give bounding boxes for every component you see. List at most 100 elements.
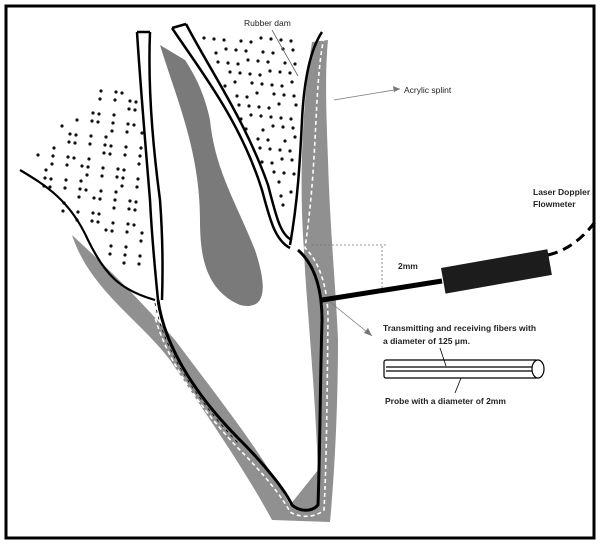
bone-dot <box>294 103 297 106</box>
bone-dot <box>289 190 292 193</box>
bone-dot <box>291 126 294 129</box>
acrylic-splint-label: Acrylic splint <box>404 85 452 95</box>
bone-dot <box>272 92 275 95</box>
bone-dot <box>98 197 101 200</box>
bone-dot <box>236 62 239 65</box>
bone-dot <box>66 155 69 158</box>
bone-dot <box>99 189 102 192</box>
bone-dot <box>291 48 294 51</box>
bone-dot <box>133 208 136 211</box>
bone-dot <box>268 147 271 150</box>
bone-dot <box>271 124 274 127</box>
bone-dot <box>260 82 263 85</box>
bone-dot <box>127 207 130 210</box>
bone-dot <box>278 148 281 151</box>
bone-dot <box>288 149 291 152</box>
bone-dot <box>268 69 271 72</box>
bone-dot <box>115 175 118 178</box>
bone-dot <box>293 62 296 65</box>
bone-dot <box>77 195 80 198</box>
bone-dot <box>67 140 70 143</box>
bone-dot <box>234 48 237 51</box>
bone-dot <box>111 221 114 224</box>
bone-dot <box>109 244 112 247</box>
bone-dot <box>283 61 286 64</box>
bone-dot <box>99 89 102 92</box>
bone-dot <box>258 146 261 149</box>
bone-dot <box>223 84 226 87</box>
bone-dot <box>84 188 87 191</box>
bone-dot <box>247 104 250 107</box>
bone-dot <box>269 115 272 118</box>
bone-dot <box>267 106 270 109</box>
bone-dot <box>277 180 280 183</box>
bone-dot <box>290 80 293 83</box>
bone-dot <box>139 146 142 149</box>
bone-dot <box>127 107 130 110</box>
bone-dot <box>266 138 269 141</box>
bone-dot <box>123 153 126 156</box>
bone-dot <box>126 122 129 125</box>
bone-dot <box>279 194 282 197</box>
bone-dot <box>222 38 225 41</box>
bone-dot <box>256 59 259 62</box>
bone-dot <box>92 196 95 199</box>
bone-dot <box>64 178 67 181</box>
bone-dot <box>138 154 141 157</box>
bone-dot <box>261 50 264 53</box>
bone-dot <box>108 152 111 155</box>
bone-dot <box>79 179 82 182</box>
laser-doppler-label-line1: Laser Doppler <box>533 187 591 197</box>
bone-dot <box>289 39 292 42</box>
bone-dot <box>235 94 238 97</box>
bone-dot <box>121 176 124 179</box>
bone-dot <box>128 199 131 202</box>
bone-dot <box>280 157 283 160</box>
bone-dot <box>281 203 284 206</box>
bone-dot <box>269 37 272 40</box>
probe-end-cap <box>532 360 544 378</box>
bone-dot <box>292 94 295 97</box>
bone-dot <box>114 190 117 193</box>
bone-dot <box>257 105 260 108</box>
fibers-label-line2: a diameter of 125 μm. <box>383 336 470 346</box>
bone-dot <box>109 144 112 147</box>
bone-dot <box>52 146 55 149</box>
bone-dot <box>244 49 247 52</box>
bone-dot <box>293 135 296 138</box>
bone-dot <box>124 245 127 248</box>
bone-dot <box>137 162 140 165</box>
bone-dot <box>288 71 291 74</box>
bone-dot <box>259 36 262 39</box>
bone-dot <box>224 47 227 50</box>
bone-dot <box>126 222 129 225</box>
bone-dot <box>249 40 252 43</box>
bone-dot <box>120 91 123 94</box>
bone-dot <box>91 211 94 214</box>
probe-label: Probe with a diameter of 2mm <box>385 396 506 406</box>
bone-dot <box>134 200 137 203</box>
bone-dot <box>114 90 117 93</box>
bone-dot <box>202 36 205 39</box>
bone-dot <box>88 142 91 145</box>
bone-dot <box>73 141 76 144</box>
bone-dot <box>290 158 293 161</box>
bone-dot <box>138 254 141 257</box>
bone-dot <box>50 162 53 165</box>
bone-dot <box>140 231 143 234</box>
bone-dot <box>87 157 90 160</box>
bone-dot <box>125 230 128 233</box>
rubber-dam-label: Rubber dam <box>244 18 291 28</box>
bone-dot <box>110 229 113 232</box>
bone-dot <box>136 177 139 180</box>
bone-dot <box>259 114 262 117</box>
probe-cross-section <box>384 360 538 378</box>
bone-dot <box>270 83 273 86</box>
bone-dot <box>277 102 280 105</box>
bone-dot <box>101 166 104 169</box>
bone-dot <box>271 51 274 54</box>
bone-dot <box>97 112 100 115</box>
bone-dot <box>80 164 83 167</box>
bone-dot <box>249 113 252 116</box>
